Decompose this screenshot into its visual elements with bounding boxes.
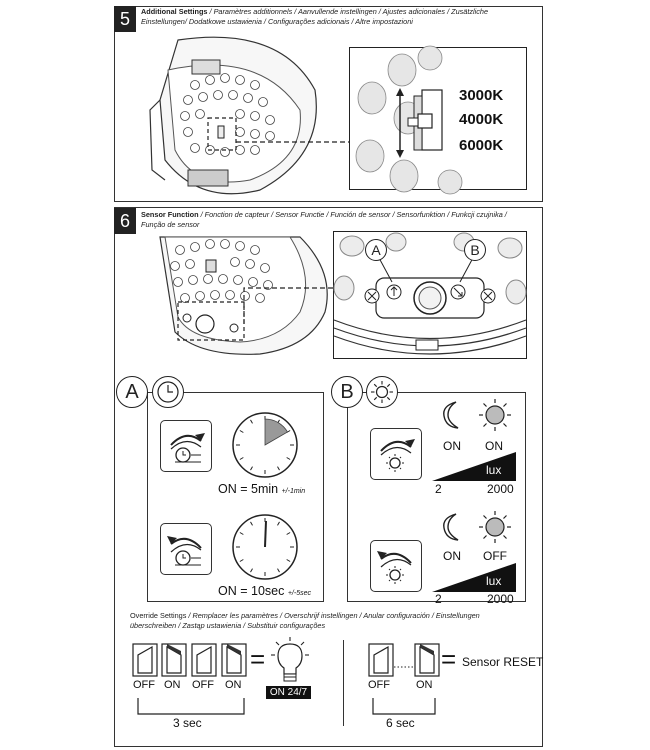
step6-heading: Sensor Function / Fonction de capteur / … [141,210,536,230]
equals-sign-reset: = [441,644,457,674]
override-title: Override Settings [130,611,187,620]
clock-icon [152,376,184,408]
switch-b-callout: B [464,239,486,261]
sun-icon-header [366,376,398,408]
step6-frame [114,207,543,747]
timer-dial-5min [232,412,298,478]
rocker-switch-on-2 [221,643,247,677]
override-subtitle-2: überschreiben / Zastąp ustawienia / Subs… [130,621,326,630]
panel-a-frame [147,392,324,602]
leader-line-step6 [243,287,334,324]
rocker-switch-reset-off [368,643,394,677]
rocker-switch-reset-on [414,643,440,677]
panel-b-frame [347,392,526,602]
step5-title: Additional Settings [141,7,208,16]
step6-subtitle-2: Função de sensor [141,220,200,229]
rocker-switch-off-2 [191,643,217,677]
cct-option-3000k: 3000K [459,87,504,104]
panel-a-setting2-value: ON = 10sec +/-5sec [218,584,311,598]
step6-zoom-frame [333,231,527,359]
light-bulb-icon [271,637,309,682]
row2-night-state: ON [443,549,461,563]
step5-subtitle-1: / Paramètres additionnels / Aanvullende … [207,7,489,16]
step5-frame [114,6,543,202]
cct-option-4000k: 4000K [459,111,504,128]
clock-tick [286,559,291,562]
step5-number: 5 [114,6,136,32]
setting1-value-text: ON = 5min [218,482,279,496]
moon-icon-row2 [443,513,459,541]
equals-sign: = [250,644,266,674]
rocker-switch-off-1 [132,643,158,677]
lux-ramp-row1 [432,452,516,481]
setting2-value-text: ON = 10sec [218,584,285,598]
seq-label-2: ON [164,679,181,691]
row1-lux-max: 2000 [487,482,514,496]
lux-knob-counterclockwise-icon [370,540,422,592]
step5-subtitle-2: Einstellungen/ Dodatkowe ustawienia / Co… [141,17,413,26]
moon-icon-row1 [443,401,459,429]
row1-lux-label: lux [486,463,502,477]
reset-seq-label-on: ON [416,679,433,691]
clock-tick [250,521,253,526]
lux-ramp-row2 [432,563,516,592]
override-subtitle-1: / Remplacer les paramètres / Overschrijf… [186,611,480,620]
step5-heading: Additional Settings / Paramètres additio… [141,7,536,27]
clock-tick [250,568,253,573]
row1-day-state: ON [485,439,503,453]
setting1-tolerance: +/-1min [281,488,306,495]
clock-tick [239,532,244,535]
row1-night-state: ON [443,439,461,453]
row2-lux-min: 2 [435,592,442,606]
panel-b-letter: B [331,376,363,408]
panel-a-setting1-value: ON = 5min +/-1min [218,482,305,496]
clock-tick [250,419,253,424]
reset-seq-label-off: OFF [368,679,390,691]
step6-subtitle-1: / Fonction de capteur / Sensor Functie /… [198,210,507,219]
lux-knob-clockwise-icon [370,428,422,480]
setting2-tolerance: +/-5sec [287,590,311,597]
on-247-badge: ON 24/7 [266,686,311,699]
clock-tick [250,466,253,471]
luminaire-drawing-step5 [149,36,317,195]
clock-tick [277,568,280,573]
override-heading: Override Settings / Remplacer les paramè… [130,611,530,631]
sun-icon-row1 [479,399,511,431]
rocker-switch-on-1 [161,643,187,677]
cct-switch-icon[interactable] [394,88,454,158]
reset-dotted-link [394,666,416,668]
row2-lux-label: lux [486,574,502,588]
leader-line-step5 [236,141,350,143]
step5-zoom-frame [349,47,527,190]
switch-a-callout: A [365,239,387,261]
clock-tick [277,466,280,471]
seq-label-3: OFF [192,679,214,691]
timer-knob-counterclockwise-icon [160,523,212,575]
timer-dial-10sec [232,514,298,580]
timer-knob-clockwise-icon [160,420,212,472]
cct-option-6000k: 6000K [459,137,504,154]
clock-tick [286,457,291,460]
override-divider [343,640,344,726]
row1-lux-min: 2 [435,482,442,496]
step6-title: Sensor Function [141,210,199,219]
sensor-reset-label: Sensor RESET [462,655,544,669]
seq-label-1: OFF [133,679,155,691]
clock-tick [286,532,291,535]
duration-3sec: 3 sec [173,716,202,730]
duration-6sec: 6 sec [386,716,415,730]
seq-label-4: ON [225,679,242,691]
clock-tick [239,430,244,433]
duration-bracket-1 [137,698,245,715]
panel-a-letter: A [116,376,148,408]
clock-tick [239,559,244,562]
row2-day-state: OFF [483,549,507,563]
duration-bracket-2 [372,698,436,715]
sun-icon-row2 [479,511,511,543]
clock-tick [277,521,280,526]
clock-tick [239,457,244,460]
row2-lux-max: 2000 [487,592,514,606]
step6-zoom-detail [333,232,527,355]
step6-number: 6 [114,208,136,234]
